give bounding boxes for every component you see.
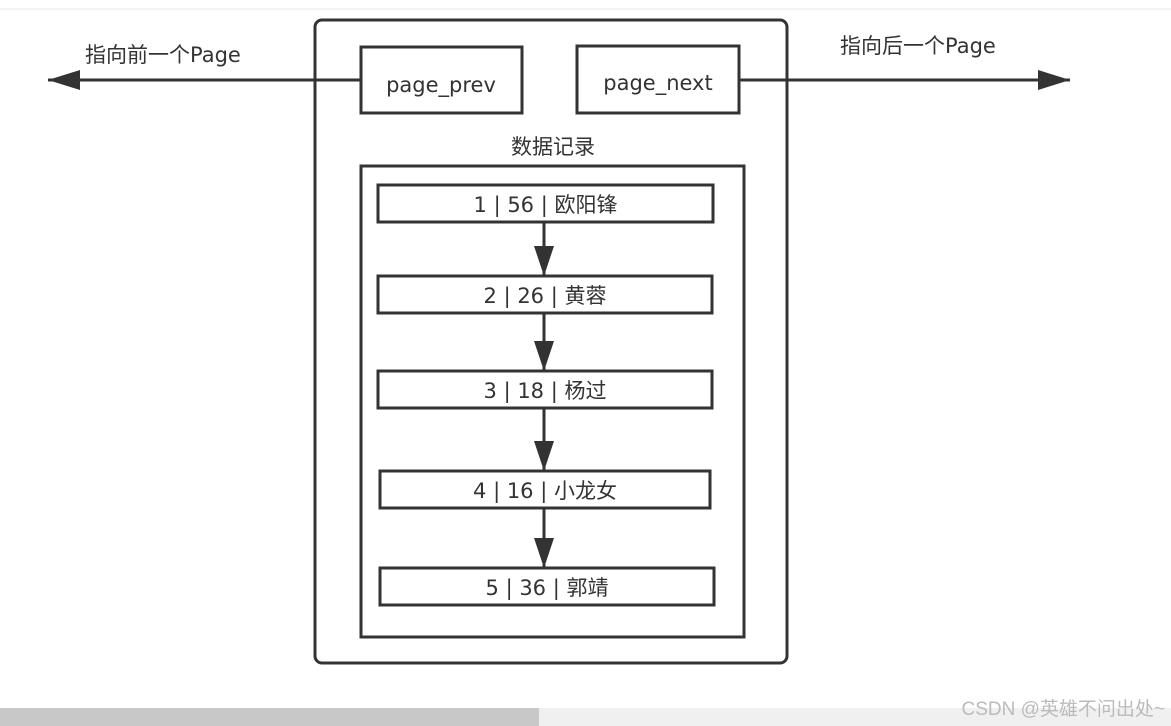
record-text: 1 | 56 | 欧阳锋: [474, 193, 618, 218]
record-text: 2 | 26 | 黄蓉: [484, 284, 607, 309]
records-box: [359, 164, 746, 639]
record-text: 3 | 18 | 杨过: [484, 379, 607, 404]
page-prev-box: [359, 45, 524, 115]
page-box: [313, 18, 789, 665]
record-link-arrow: [534, 441, 554, 471]
record-box: [378, 469, 712, 510]
record-link-arrow: [534, 341, 554, 371]
page-prev-text: page_prev: [386, 73, 496, 98]
record-text: 4 | 16 | 小龙女: [473, 479, 617, 504]
record-box: [378, 566, 716, 607]
record-text: 5 | 36 | 郭靖: [486, 576, 609, 601]
record-box: [376, 274, 714, 315]
page-next-text: page_next: [603, 71, 712, 96]
record-box: [376, 369, 714, 410]
scrollbar-thumb[interactable]: [0, 708, 539, 726]
horizontal-scrollbar[interactable]: [0, 708, 1171, 726]
record-box: [376, 183, 715, 224]
prev-page-label: 指向前一个Page: [85, 43, 241, 67]
records-title: 数据记录: [511, 135, 595, 159]
watermark: CSDN @英雄不问出处~: [961, 699, 1166, 720]
record-link-arrow: [534, 246, 554, 276]
record-link-arrow: [534, 538, 554, 568]
next-page-label: 指向后一个Page: [840, 34, 996, 58]
page-next-box: [575, 44, 741, 115]
